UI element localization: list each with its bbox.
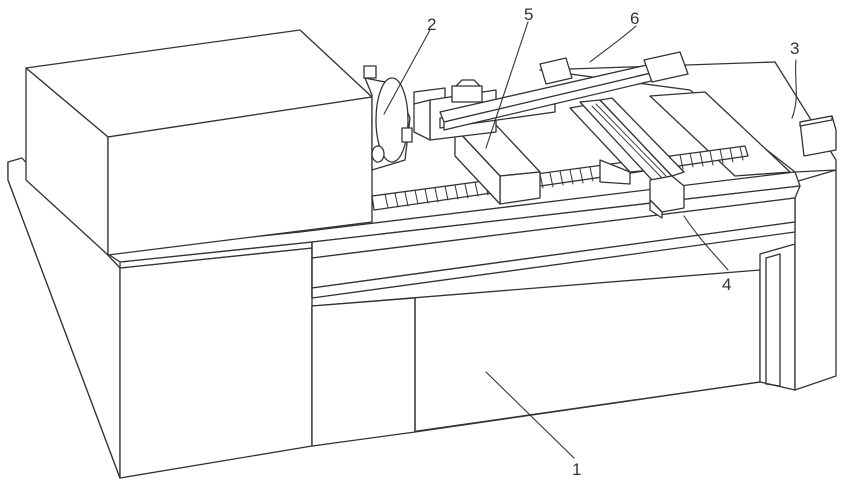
- callout-1: 1: [572, 460, 581, 479]
- callout-2: 2: [427, 15, 436, 34]
- callout-5: 5: [524, 5, 533, 24]
- callout-3: 3: [790, 39, 799, 58]
- callout-4: 4: [722, 275, 731, 294]
- leader-6: [590, 26, 636, 62]
- tailstock-stub: [800, 116, 836, 156]
- callout-6: 6: [630, 9, 639, 28]
- leader-5: [486, 22, 528, 148]
- headstock: [26, 30, 372, 255]
